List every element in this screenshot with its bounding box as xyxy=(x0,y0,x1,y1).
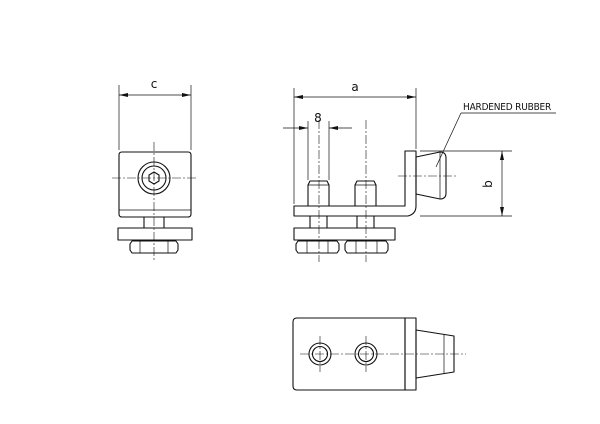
side-view: a 8 b HARDENED RUBBER xyxy=(283,80,556,262)
front-nut xyxy=(129,240,179,254)
dimension-8-label: 8 xyxy=(314,111,322,125)
front-block xyxy=(118,151,192,218)
top-bolt-2-inner xyxy=(357,345,375,363)
top-plate xyxy=(292,317,406,391)
front-washer xyxy=(117,227,193,241)
front-view: c xyxy=(112,77,198,262)
side-bracket xyxy=(293,150,417,217)
top-view xyxy=(292,317,466,391)
side-nut-2 xyxy=(344,240,389,254)
side-stud-1 xyxy=(309,215,328,229)
dimension-c-label: c xyxy=(151,77,158,91)
top-rubber-buffer xyxy=(415,329,455,379)
dimension-a-label: a xyxy=(351,80,358,94)
callout-leader xyxy=(435,112,462,168)
rubber-buffer xyxy=(415,151,447,200)
callout-hardened-rubber: HARDENED RUBBER xyxy=(463,102,551,113)
side-stud-2 xyxy=(356,215,375,229)
side-washer xyxy=(293,227,396,241)
dimension-b-label: b xyxy=(481,180,495,188)
side-nut-1 xyxy=(295,240,340,254)
